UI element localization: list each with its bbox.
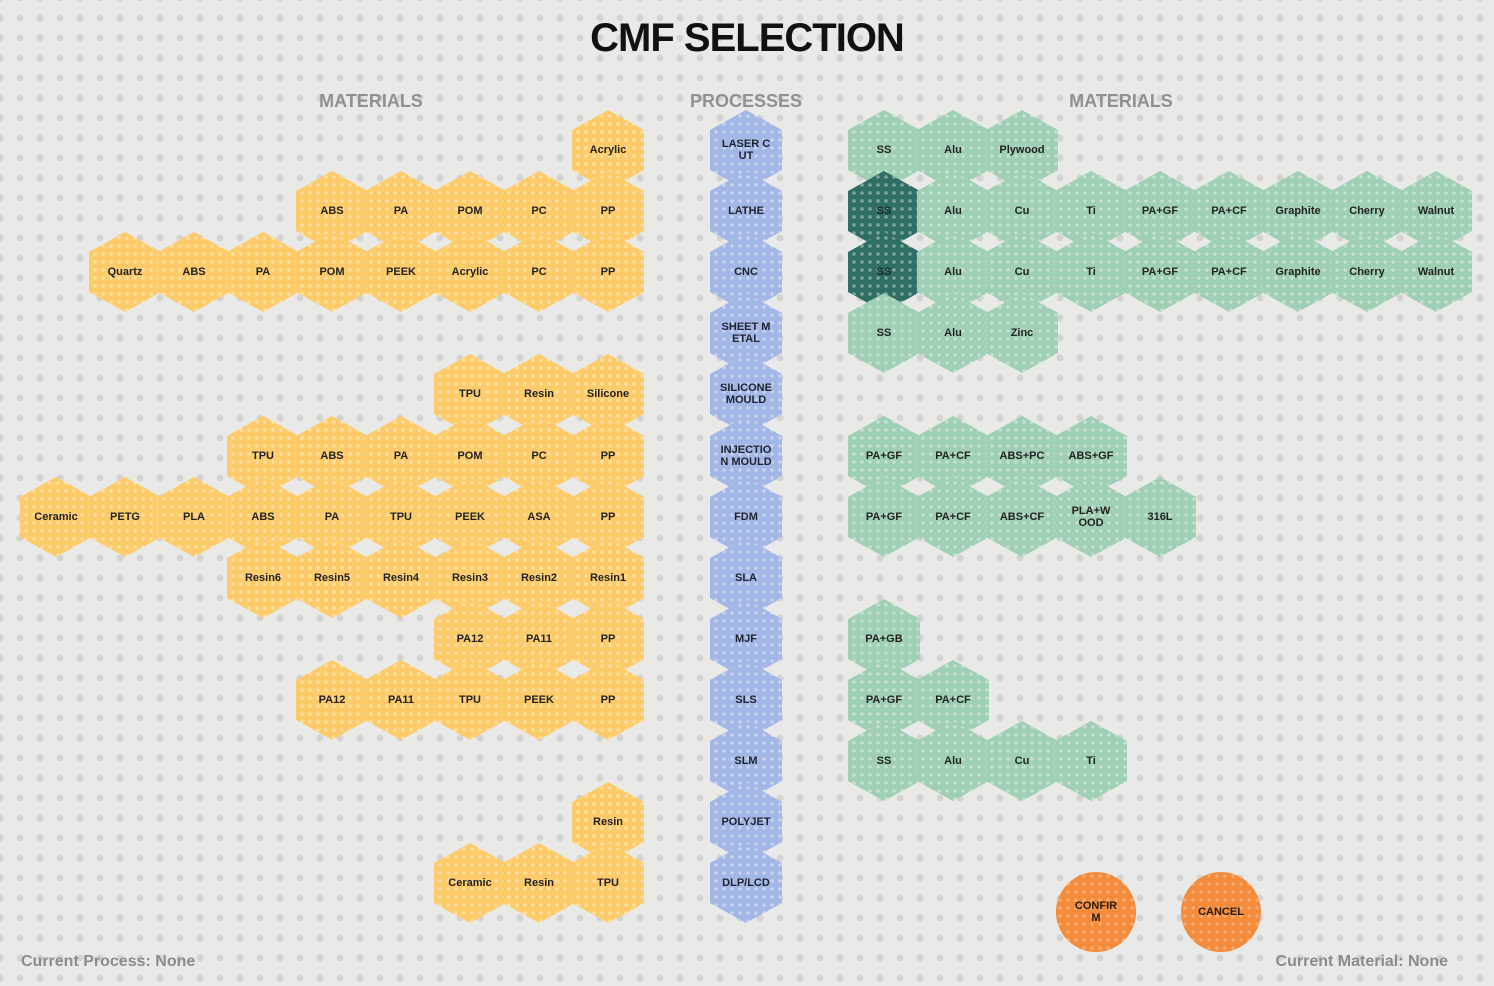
right-material-hex[interactable]: PA+GF: [1124, 232, 1196, 312]
left-material-hex[interactable]: Quartz: [89, 232, 161, 312]
right-material-hex[interactable]: Alu: [917, 721, 989, 801]
left-material-hex[interactable]: PLA: [158, 477, 230, 557]
left-materials-header: MATERIALS: [319, 91, 423, 111]
left-material-hex[interactable]: Ceramic: [20, 477, 92, 557]
right-material-hex[interactable]: SS: [848, 293, 920, 373]
right-material-hex[interactable]: Graphite: [1262, 232, 1334, 312]
right-material-hex[interactable]: PLA+WOOD: [1055, 477, 1127, 557]
left-material-hex[interactable]: PA12: [296, 660, 368, 740]
current-process-status: Current Process: None: [21, 953, 196, 970]
left-material-hex[interactable]: Acrylic: [434, 232, 506, 312]
left-material-hex[interactable]: Resin6: [227, 538, 299, 618]
right-material-hex[interactable]: Ti: [1055, 721, 1127, 801]
left-material-hex[interactable]: ABS: [158, 232, 230, 312]
left-material-hex[interactable]: PP: [572, 416, 644, 496]
right-material-hex[interactable]: SS: [848, 721, 920, 801]
left-material-hex[interactable]: Resin5: [296, 538, 368, 618]
cancel-button[interactable]: CANCEL: [1181, 872, 1261, 952]
right-material-hex[interactable]: Ti: [1055, 232, 1127, 312]
confirm-button[interactable]: CONFIRM: [1056, 872, 1136, 952]
left-material-hex[interactable]: PA11: [365, 660, 437, 740]
processes-header: PROCESSES: [689, 91, 803, 111]
left-material-hex[interactable]: TPU: [434, 660, 506, 740]
left-material-hex[interactable]: PEEK: [503, 660, 575, 740]
left-material-hex[interactable]: PA: [227, 232, 299, 312]
current-material-status: Current Material: None: [1275, 953, 1448, 970]
left-material-hex[interactable]: PEEK: [365, 232, 437, 312]
right-material-hex[interactable]: Alu: [917, 293, 989, 373]
page-title: CMF SELECTION: [590, 16, 905, 60]
left-material-hex[interactable]: PC: [503, 232, 575, 312]
right-materials-header: MATERIALS: [1069, 91, 1173, 111]
left-material-hex[interactable]: Ceramic: [434, 843, 506, 923]
left-material-hex[interactable]: ABS: [296, 416, 368, 496]
right-material-hex[interactable]: Zinc: [986, 293, 1058, 373]
left-material-hex[interactable]: PP: [572, 232, 644, 312]
right-material-hex[interactable]: ABS+CF: [986, 477, 1058, 557]
right-material-hex[interactable]: Cherry: [1331, 232, 1403, 312]
right-material-hex[interactable]: PA+CF: [917, 477, 989, 557]
left-material-hex[interactable]: Resin: [503, 843, 575, 923]
left-material-hex[interactable]: PP: [572, 660, 644, 740]
right-material-hex[interactable]: PA+CF: [1193, 232, 1265, 312]
process-hex[interactable]: DLP/LCD: [710, 843, 782, 923]
left-material-hex[interactable]: TPU: [572, 843, 644, 923]
right-material-hex[interactable]: PA+GF: [848, 477, 920, 557]
left-material-hex[interactable]: PETG: [89, 477, 161, 557]
right-material-hex[interactable]: Cu: [986, 721, 1058, 801]
right-material-hex[interactable]: 316L: [1124, 477, 1196, 557]
left-material-hex[interactable]: POM: [296, 232, 368, 312]
right-material-hex[interactable]: Walnut: [1400, 232, 1472, 312]
left-material-hex[interactable]: Resin4: [365, 538, 437, 618]
